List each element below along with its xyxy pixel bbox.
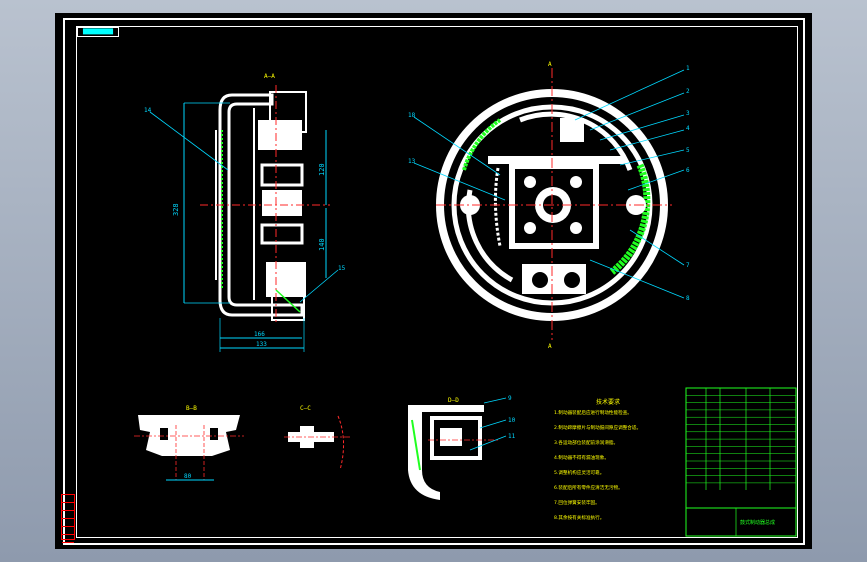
technical-notes: 技术要求 1.制动器装配后应进行制动性能检查。 2.制动蹄摩擦片与制动鼓间隙应调整…	[554, 398, 641, 521]
section-b-profile	[138, 415, 240, 456]
callout-18: 18	[408, 112, 416, 119]
callout-9: 9	[508, 395, 512, 402]
section-d-view: D—D 9 10 11	[408, 395, 516, 500]
hub-center	[262, 190, 302, 216]
revision-strip	[61, 494, 75, 543]
callout-4: 4	[686, 125, 690, 132]
callout-8: 8	[686, 295, 690, 302]
section-c-label: C—C	[300, 405, 311, 412]
shoe-web-1	[260, 163, 304, 187]
callout-5: 5	[686, 147, 690, 154]
note-line: 5.调整机构应灵活可靠。	[554, 469, 604, 476]
drawing-frame	[76, 26, 798, 538]
dim-bottom: 80	[184, 473, 192, 480]
callout-6: 6	[686, 167, 690, 174]
shoe-web-2	[260, 223, 304, 245]
drum-section-outline	[218, 93, 304, 317]
anchor-section	[266, 262, 306, 297]
return-spring	[493, 167, 502, 247]
section-mark-bottom: A	[548, 343, 552, 350]
hub-bottom	[271, 295, 305, 321]
callout-13: 13	[408, 158, 416, 165]
section-b-view: B—B 80	[134, 405, 244, 481]
section-d-shoe	[430, 416, 482, 460]
strut-bar	[488, 156, 626, 164]
wheel-cylinder-section	[258, 120, 302, 150]
pin-head	[300, 426, 314, 448]
section-mark-top: A	[548, 61, 552, 68]
sheet-border	[63, 18, 805, 545]
notes-title: 技术要求	[596, 398, 620, 406]
callout-3: 3	[686, 110, 690, 117]
section-a-label: A—A	[264, 73, 275, 80]
section-a-view: A—A 328 120 140 166 133 14	[144, 73, 346, 352]
lining-left	[462, 118, 502, 171]
lining-right	[609, 163, 651, 275]
note-line: 2.制动蹄摩擦片与制动鼓间隙应调整合适。	[554, 424, 641, 431]
note-line: 6.装配后所有零件应清洁无污物。	[554, 484, 623, 491]
title-block-title: 鼓式制动器总成	[740, 519, 775, 526]
callout-2: 2	[686, 88, 690, 95]
note-line: 1.制动器装配后应进行制动性能检查。	[554, 409, 632, 416]
callout-7: 7	[686, 262, 690, 269]
dim-overall-height: 328	[172, 203, 180, 216]
note-line: 7.回位弹簧安装牢固。	[554, 499, 600, 506]
callout-1: 1	[686, 65, 690, 72]
note-line: 8.其余按有关标准执行。	[554, 514, 604, 521]
section-d-drum	[408, 405, 484, 500]
dim-lower: 140	[318, 238, 326, 251]
wheel-cylinder	[560, 118, 584, 142]
callout-11: 11	[508, 433, 516, 440]
dim-upper: 120	[318, 163, 326, 176]
callout-10: 10	[508, 417, 516, 424]
shoe-top	[519, 111, 633, 171]
section-b-label: B—B	[186, 405, 197, 412]
callout-14: 14	[144, 107, 152, 114]
dim-width-inner: 166	[254, 331, 265, 338]
dim-width-outer: 133	[256, 341, 267, 348]
front-view: A A 1 2 3 4 5 6 7 8 18 13	[408, 61, 690, 350]
section-d-label: D—D	[448, 397, 459, 404]
note-line: 4.制动器不得有漏油现象。	[554, 454, 609, 461]
callout-15: 15	[338, 265, 346, 272]
section-c-view: C—C	[284, 405, 350, 471]
backing-plate-center	[509, 163, 599, 249]
note-line: 3.各运动部位装配前涂润滑脂。	[554, 439, 618, 446]
title-block: 鼓式制动器总成	[685, 387, 797, 537]
sheet-tag: ██████████	[77, 27, 119, 37]
